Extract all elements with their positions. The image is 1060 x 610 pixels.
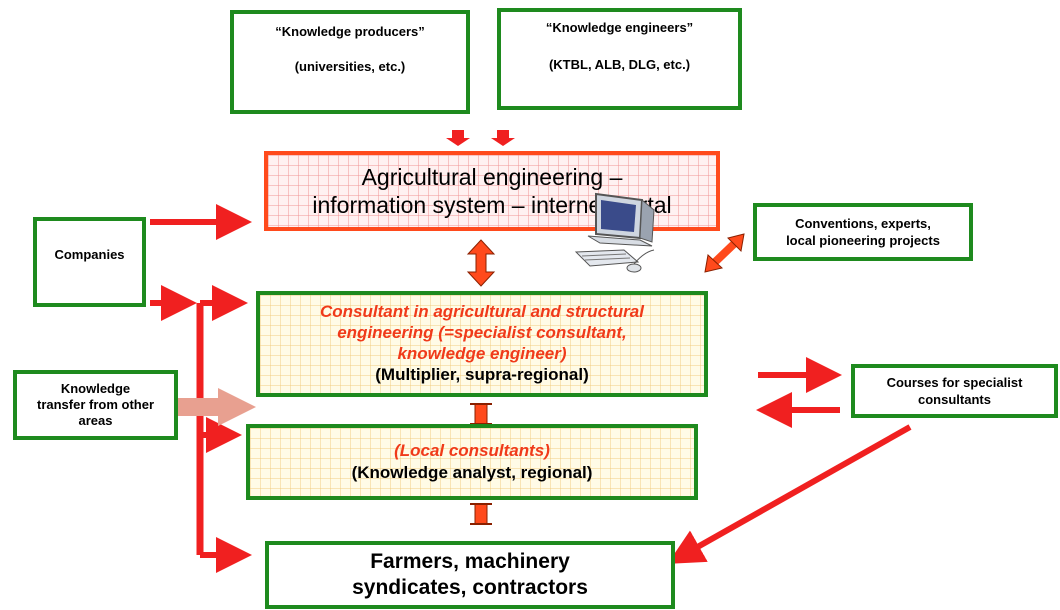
portal-consultant-double-arrow — [466, 239, 496, 287]
engineers-subtitle: (KTBL, ALB, DLG, etc.) — [548, 57, 691, 72]
knowledge-producers-box: “Knowledge producers” (universities, etc… — [230, 10, 470, 114]
consultant-line-3: knowledge engineer) — [397, 344, 567, 363]
conventions-line-2: local pioneering projects — [786, 233, 940, 248]
specialist-consultant-box: Consultant in agricultural and structura… — [256, 291, 708, 397]
engineers-title: “Knowledge engineers” — [545, 20, 694, 35]
consultant-line-4: (Multiplier, supra-regional) — [375, 365, 589, 384]
farmers-box: Farmers, machinery syndicates, contracto… — [265, 541, 675, 609]
farmers-line-1: Farmers, machinery — [370, 550, 570, 573]
conventions-line-1: Conventions, experts, — [795, 216, 931, 231]
courses-line-1: Courses for specialist — [886, 375, 1023, 390]
portal-box: Agricultural engineering – information s… — [264, 151, 720, 231]
producers-title: “Knowledge producers” — [275, 24, 425, 39]
conventions-box: Conventions, experts, local pioneering p… — [753, 203, 973, 261]
transfer-line-3: areas — [78, 413, 113, 428]
local-line-2: (Knowledge analyst, regional) — [351, 463, 593, 482]
consultant-line-2: engineering (=specialist consultant, — [337, 323, 627, 342]
local-farmers-double-arrow — [470, 503, 492, 525]
companies-label: Companies — [54, 247, 125, 262]
knowledge-transfer-box: Knowledge transfer from other areas — [13, 370, 178, 440]
portal-line-1: Agricultural engineering – — [361, 164, 623, 190]
courses-box: Courses for specialist consultants — [851, 364, 1058, 418]
local-line-1: (Local consultants) — [394, 441, 550, 460]
transfer-line-2: transfer from other — [36, 397, 155, 412]
producers-to-portal-arrow — [446, 130, 470, 146]
transfer-line-1: Knowledge — [60, 381, 131, 396]
producers-subtitle: (universities, etc.) — [294, 59, 406, 74]
local-consultants-box: (Local consultants) (Knowledge analyst, … — [246, 424, 698, 500]
courses-line-2: consultants — [918, 392, 991, 407]
engineers-to-portal-arrow — [491, 130, 515, 146]
transfer-arrow — [178, 388, 256, 426]
consultant-local-double-arrow — [470, 403, 492, 425]
knowledge-engineers-box: “Knowledge engineers” (KTBL, ALB, DLG, e… — [497, 8, 742, 110]
portal-conventions-double-arrow — [704, 233, 745, 273]
farmers-line-2: syndicates, contractors — [352, 576, 588, 599]
consultant-line-1: Consultant in agricultural and structura… — [320, 302, 644, 321]
courses-to-farmers-arrow — [667, 424, 912, 564]
computer-icon — [574, 192, 655, 273]
companies-box: Companies — [33, 217, 146, 307]
